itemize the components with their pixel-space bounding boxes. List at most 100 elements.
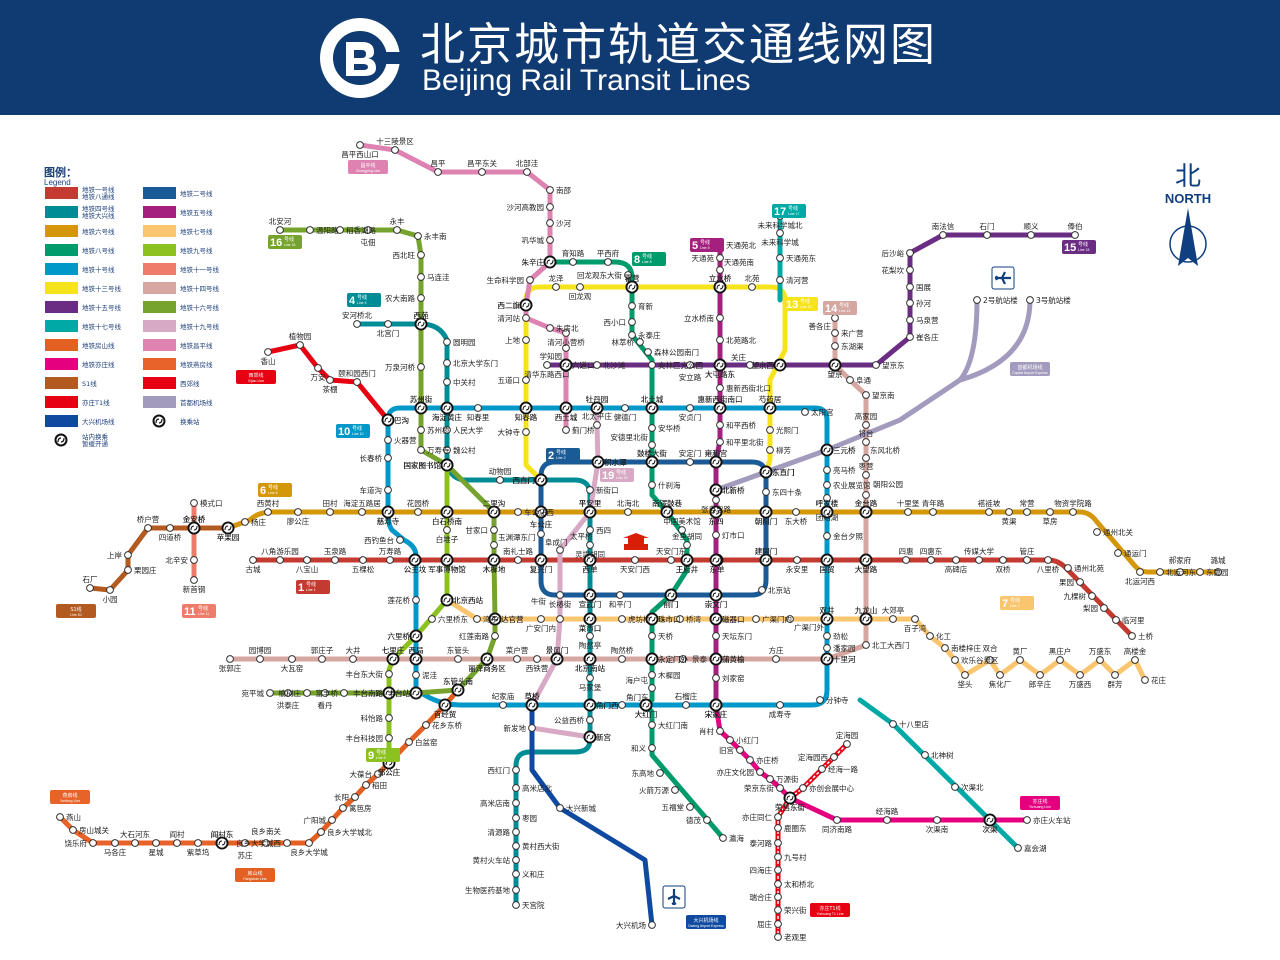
station[interactable]: [69, 826, 77, 834]
station[interactable]: [746, 756, 754, 764]
station[interactable]: [512, 856, 520, 864]
transfer-station[interactable]: [709, 698, 723, 712]
transfer-station[interactable]: [534, 553, 548, 567]
station[interactable]: [983, 231, 991, 239]
transfer-station[interactable]: [645, 401, 659, 415]
station[interactable]: [512, 814, 520, 822]
station[interactable]: [862, 454, 870, 462]
station[interactable]: [111, 839, 119, 847]
transfer-station[interactable]: [559, 358, 573, 372]
station[interactable]: [358, 508, 366, 516]
station[interactable]: [1100, 604, 1108, 612]
station[interactable]: [716, 254, 724, 262]
station[interactable]: [317, 828, 325, 836]
station[interactable]: [911, 615, 919, 623]
transfer-station[interactable]: [859, 612, 873, 626]
station[interactable]: [679, 655, 687, 663]
station[interactable]: [644, 348, 652, 356]
station[interactable]: [514, 508, 522, 516]
station[interactable]: [490, 541, 498, 549]
station[interactable]: [556, 615, 564, 623]
station[interactable]: [1141, 676, 1149, 684]
transfer-station[interactable]: [550, 652, 564, 666]
station[interactable]: [546, 186, 554, 194]
station[interactable]: [512, 886, 520, 894]
station[interactable]: [562, 426, 570, 434]
station[interactable]: [569, 258, 577, 266]
station[interactable]: [671, 786, 679, 794]
station[interactable]: [793, 556, 801, 564]
station[interactable]: [1214, 568, 1222, 576]
station[interactable]: [1026, 296, 1034, 304]
station[interactable]: [552, 283, 560, 291]
station[interactable]: [417, 294, 425, 302]
station[interactable]: [889, 720, 897, 728]
station[interactable]: [628, 318, 636, 326]
transfer-station[interactable]: [583, 505, 597, 519]
station[interactable]: [712, 674, 720, 682]
station[interactable]: [762, 488, 770, 496]
station[interactable]: [417, 363, 425, 371]
station[interactable]: [716, 727, 724, 735]
station[interactable]: [512, 870, 520, 878]
transfer-station[interactable]: [408, 553, 422, 567]
station[interactable]: [786, 615, 794, 623]
station[interactable]: [331, 556, 339, 564]
transfer-station[interactable]: [487, 553, 501, 567]
station[interactable]: [1076, 671, 1084, 679]
station[interactable]: [1076, 578, 1084, 586]
station[interactable]: [862, 641, 870, 649]
transfer-station[interactable]: [382, 686, 396, 700]
station[interactable]: [774, 839, 782, 847]
station[interactable]: [686, 458, 694, 466]
station[interactable]: [386, 556, 394, 564]
station[interactable]: [86, 584, 94, 592]
station[interactable]: [349, 655, 357, 663]
station[interactable]: [241, 839, 249, 847]
station[interactable]: [906, 316, 914, 324]
transfer-station[interactable]: [543, 255, 557, 269]
station[interactable]: [1046, 508, 1054, 516]
station[interactable]: [396, 536, 404, 544]
station[interactable]: [716, 266, 724, 274]
station[interactable]: [89, 839, 97, 847]
transfer-station[interactable]: [820, 505, 834, 519]
station[interactable]: [628, 302, 636, 310]
station[interactable]: [862, 391, 870, 399]
station[interactable]: [417, 273, 425, 281]
station[interactable]: [266, 689, 274, 697]
station[interactable]: [339, 804, 347, 812]
station[interactable]: [774, 893, 782, 901]
station[interactable]: [1093, 528, 1101, 536]
station[interactable]: [766, 426, 774, 434]
station[interactable]: [929, 508, 937, 516]
station[interactable]: [1005, 508, 1013, 516]
transfer-station[interactable]: [187, 521, 201, 535]
transfer-station[interactable]: [583, 612, 597, 626]
station[interactable]: [985, 508, 993, 516]
station[interactable]: [336, 226, 344, 234]
station[interactable]: [831, 314, 839, 322]
station[interactable]: [951, 783, 959, 791]
station[interactable]: [1136, 568, 1144, 576]
station[interactable]: [801, 408, 809, 416]
station[interactable]: [405, 738, 413, 746]
station[interactable]: [604, 258, 612, 266]
station[interactable]: [752, 615, 760, 623]
transfer-station[interactable]: [559, 401, 573, 415]
station[interactable]: [862, 421, 870, 429]
transfer-station[interactable]: [438, 698, 452, 712]
station[interactable]: [374, 770, 382, 778]
station[interactable]: [499, 701, 507, 709]
station[interactable]: [799, 784, 807, 792]
station[interactable]: [823, 644, 831, 652]
station[interactable]: [496, 476, 504, 484]
station[interactable]: [766, 446, 774, 454]
station[interactable]: [364, 226, 372, 234]
